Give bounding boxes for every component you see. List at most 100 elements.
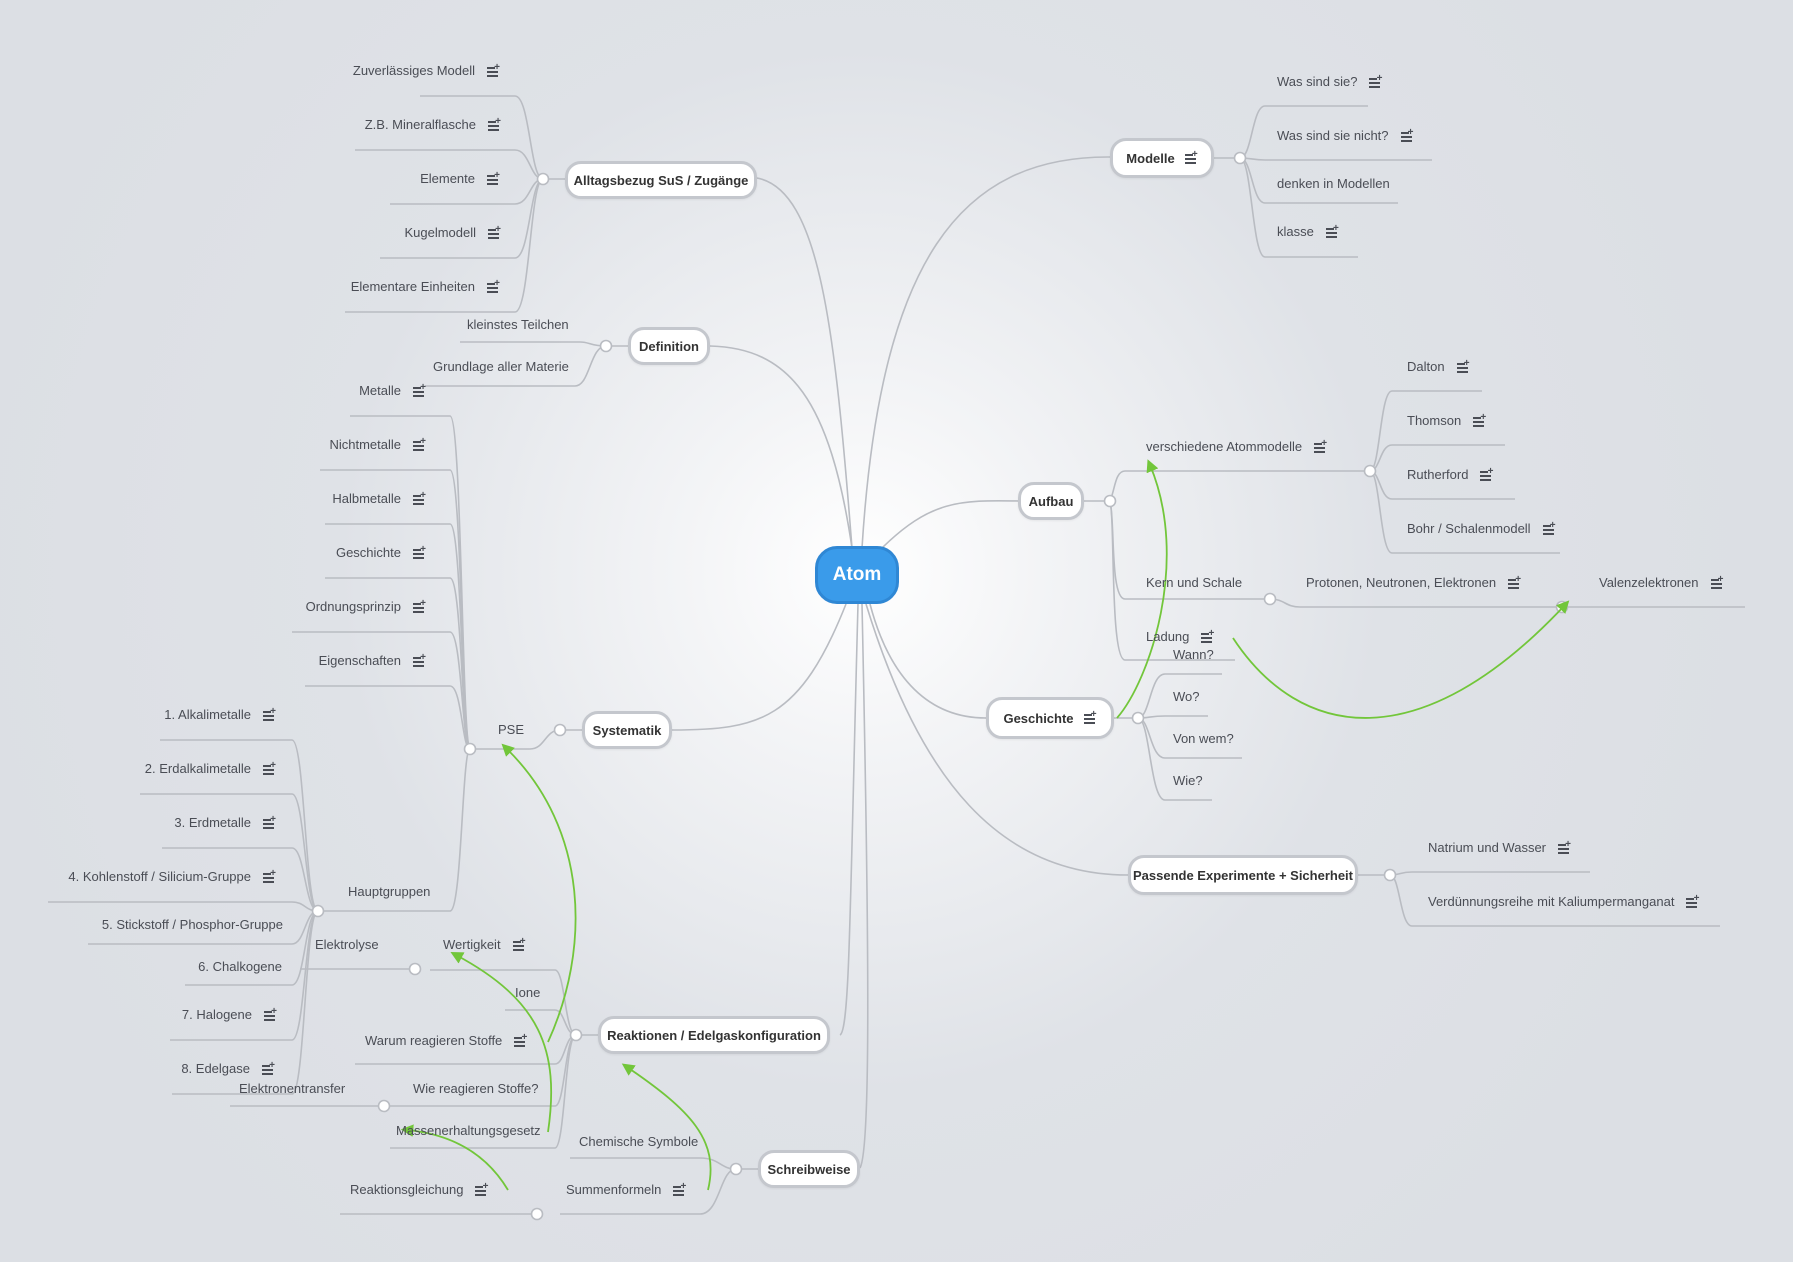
subtopic-protonen[interactable]: Protonen, Neutronen, Elektronen + bbox=[1306, 574, 1521, 591]
subtopic-halogene[interactable]: 7. Halogene + bbox=[182, 1006, 277, 1023]
note-icon[interactable]: + bbox=[1400, 127, 1414, 142]
subtopic-halbmetalle[interactable]: Halbmetalle + bbox=[332, 490, 426, 507]
note-icon[interactable]: + bbox=[263, 814, 276, 829]
note-icon[interactable]: + bbox=[475, 1181, 488, 1196]
subtopic-rutherford[interactable]: Rutherford + bbox=[1407, 466, 1493, 483]
subtopic-kugelmodell[interactable]: Kugelmodell + bbox=[404, 224, 501, 241]
subtopic-nichtmetalle[interactable]: Nichtmetalle + bbox=[329, 436, 426, 453]
note-icon[interactable]: + bbox=[1710, 574, 1724, 589]
subtopic-hauptgruppen[interactable]: Hauptgruppen bbox=[348, 884, 430, 900]
subtopic-verduennungsreihe[interactable]: Verdünnungsreihe mit Kaliumpermanganat + bbox=[1428, 893, 1699, 910]
note-icon[interactable]: + bbox=[1480, 466, 1493, 481]
note-icon[interactable]: + bbox=[263, 868, 276, 883]
subtopic-wie[interactable]: Wie? bbox=[1173, 773, 1203, 789]
note-icon[interactable]: + bbox=[263, 760, 276, 775]
topic-aufbau[interactable]: Aufbau bbox=[1018, 482, 1084, 520]
subtopic-zuverlaessiges-modell[interactable]: Zuverlässiges Modell + bbox=[353, 62, 500, 79]
subtopic-natrium-wasser[interactable]: Natrium und Wasser + bbox=[1428, 839, 1571, 856]
subtopic-wertigkeit[interactable]: Wertigkeit + bbox=[443, 936, 526, 953]
subtopic-klasse[interactable]: klasse + bbox=[1277, 223, 1339, 240]
topic-modelle[interactable]: Modelle + bbox=[1110, 138, 1214, 178]
subtopic-von-wem[interactable]: Von wem? bbox=[1173, 731, 1234, 747]
subtopic-wo[interactable]: Wo? bbox=[1173, 689, 1200, 705]
subtopic-erdmetalle[interactable]: 3. Erdmetalle + bbox=[174, 814, 276, 831]
note-icon[interactable]: + bbox=[1456, 358, 1470, 373]
topic-schreibweise[interactable]: Schreibweise bbox=[758, 1150, 860, 1188]
subtopic-grundlage-materie[interactable]: Grundlage aller Materie bbox=[433, 359, 569, 375]
topic-definition[interactable]: Definition bbox=[628, 327, 710, 365]
topic-experimente[interactable]: Passende Experimente + Sicherheit bbox=[1128, 855, 1358, 895]
root-topic[interactable]: Atom bbox=[815, 546, 899, 604]
subtopic-metalle[interactable]: Metalle + bbox=[359, 382, 426, 399]
subtopic-warum-reagieren[interactable]: Warum reagieren Stoffe + bbox=[365, 1032, 527, 1049]
note-icon[interactable]: + bbox=[487, 170, 500, 185]
subtopic-massenerhaltungsgesetz[interactable]: Massenerhaltungsgesetz bbox=[396, 1123, 541, 1139]
subtopic-kern-und-schale[interactable]: Kern und Schale bbox=[1146, 575, 1242, 591]
note-icon[interactable]: + bbox=[1542, 520, 1556, 535]
note-icon[interactable]: + bbox=[487, 278, 500, 293]
subtopic-reaktionsgleichung[interactable]: Reaktionsgleichung + bbox=[350, 1181, 488, 1198]
subtopic-wann[interactable]: Wann? bbox=[1173, 647, 1214, 663]
subtopic-edelgase[interactable]: 8. Edelgase + bbox=[181, 1060, 275, 1077]
note-icon[interactable]: + bbox=[264, 1006, 277, 1021]
subtopic-elemente[interactable]: Elemente + bbox=[420, 170, 500, 187]
subtopic-pse[interactable]: PSE bbox=[498, 722, 524, 738]
note-icon[interactable]: + bbox=[413, 544, 426, 559]
note-icon[interactable]: + bbox=[488, 116, 501, 131]
subtopic-kohlenstoff-gruppe[interactable]: 4. Kohlenstoff / Silicium-Gruppe + bbox=[68, 868, 276, 885]
subtopic-erdalkalimetalle[interactable]: 2. Erdalkalimetalle + bbox=[145, 760, 276, 777]
subtopic-elementare-einheiten[interactable]: Elementare Einheiten + bbox=[351, 278, 500, 295]
subtopic-elektronentransfer[interactable]: Elektronentransfer bbox=[239, 1081, 345, 1097]
subtopic-eigenschaften[interactable]: Eigenschaften + bbox=[319, 652, 426, 669]
note-icon[interactable]: + bbox=[413, 652, 426, 667]
subtopic-denken-in-modellen[interactable]: denken in Modellen bbox=[1277, 176, 1390, 192]
note-icon[interactable]: + bbox=[488, 224, 501, 239]
note-icon[interactable]: + bbox=[413, 436, 426, 451]
note-icon[interactable]: + bbox=[1184, 149, 1198, 164]
subtopic-atommodelle[interactable]: verschiedene Atommodelle + bbox=[1146, 438, 1327, 455]
subtopic-alkalimetalle[interactable]: 1. Alkalimetalle + bbox=[164, 706, 276, 723]
subtopic-elektrolyse[interactable]: Elektrolyse bbox=[315, 937, 379, 953]
subtopic-valenzelektronen[interactable]: Valenzelektronen + bbox=[1599, 574, 1724, 591]
subtopic-mineralflasche[interactable]: Z.B. Mineralflasche + bbox=[365, 116, 501, 133]
subtopic-ladung[interactable]: Ladung + bbox=[1146, 628, 1214, 645]
note-icon[interactable]: + bbox=[512, 936, 526, 951]
subtopic-bohr[interactable]: Bohr / Schalenmodell + bbox=[1407, 520, 1556, 537]
junction-dot bbox=[553, 723, 567, 737]
note-icon[interactable]: + bbox=[1314, 438, 1327, 453]
topic-reaktionen[interactable]: Reaktionen / Edelgaskonfiguration bbox=[598, 1016, 830, 1054]
topic-systematik[interactable]: Systematik bbox=[582, 711, 672, 749]
subtopic-geschichte-pse[interactable]: Geschichte + bbox=[336, 544, 426, 561]
subtopic-kleinstes-teilchen[interactable]: kleinstes Teilchen bbox=[467, 317, 569, 333]
note-icon[interactable]: + bbox=[1558, 839, 1571, 854]
subtopic-chemische-symbole[interactable]: Chemische Symbole bbox=[579, 1134, 698, 1150]
subtopic-wie-reagieren[interactable]: Wie reagieren Stoffe? bbox=[413, 1081, 539, 1097]
topic-alltagsbezug[interactable]: Alltagsbezug SuS / Zugänge bbox=[565, 161, 757, 199]
note-icon[interactable]: + bbox=[262, 1060, 275, 1075]
note-icon[interactable]: + bbox=[1508, 574, 1521, 589]
note-icon[interactable]: + bbox=[1473, 412, 1486, 427]
note-icon[interactable]: + bbox=[1686, 893, 1699, 908]
subtopic-ione[interactable]: Ione bbox=[515, 985, 540, 1001]
note-icon[interactable]: + bbox=[1083, 709, 1097, 724]
topic-geschichte[interactable]: Geschichte + bbox=[986, 697, 1114, 739]
note-icon[interactable]: + bbox=[1201, 628, 1214, 643]
subtopic-was-sind-sie[interactable]: Was sind sie? + bbox=[1277, 73, 1382, 90]
subtopic-thomson[interactable]: Thomson + bbox=[1407, 412, 1486, 429]
note-icon[interactable]: + bbox=[1325, 223, 1339, 238]
note-icon[interactable]: + bbox=[413, 382, 426, 397]
subtopic-ordnungsprinzip[interactable]: Ordnungsprinzip + bbox=[306, 598, 426, 615]
note-icon[interactable]: + bbox=[413, 490, 426, 505]
subtopic-stickstoff-gruppe[interactable]: 5. Stickstoff / Phosphor-Gruppe bbox=[102, 917, 283, 933]
subtopic-dalton[interactable]: Dalton + bbox=[1407, 358, 1470, 375]
note-icon[interactable]: + bbox=[487, 62, 500, 77]
subtopic-chalkogene[interactable]: 6. Chalkogene bbox=[198, 959, 282, 975]
subtopic-was-sind-sie-nicht[interactable]: Was sind sie nicht? + bbox=[1277, 127, 1414, 144]
subtopic-summenformeln[interactable]: Summenformeln + bbox=[566, 1181, 686, 1198]
note-icon[interactable]: + bbox=[413, 598, 426, 613]
note-icon[interactable]: + bbox=[263, 706, 276, 721]
note-icon[interactable]: + bbox=[514, 1032, 527, 1047]
note-icon[interactable]: + bbox=[1369, 73, 1382, 88]
note-icon[interactable]: + bbox=[673, 1181, 686, 1196]
